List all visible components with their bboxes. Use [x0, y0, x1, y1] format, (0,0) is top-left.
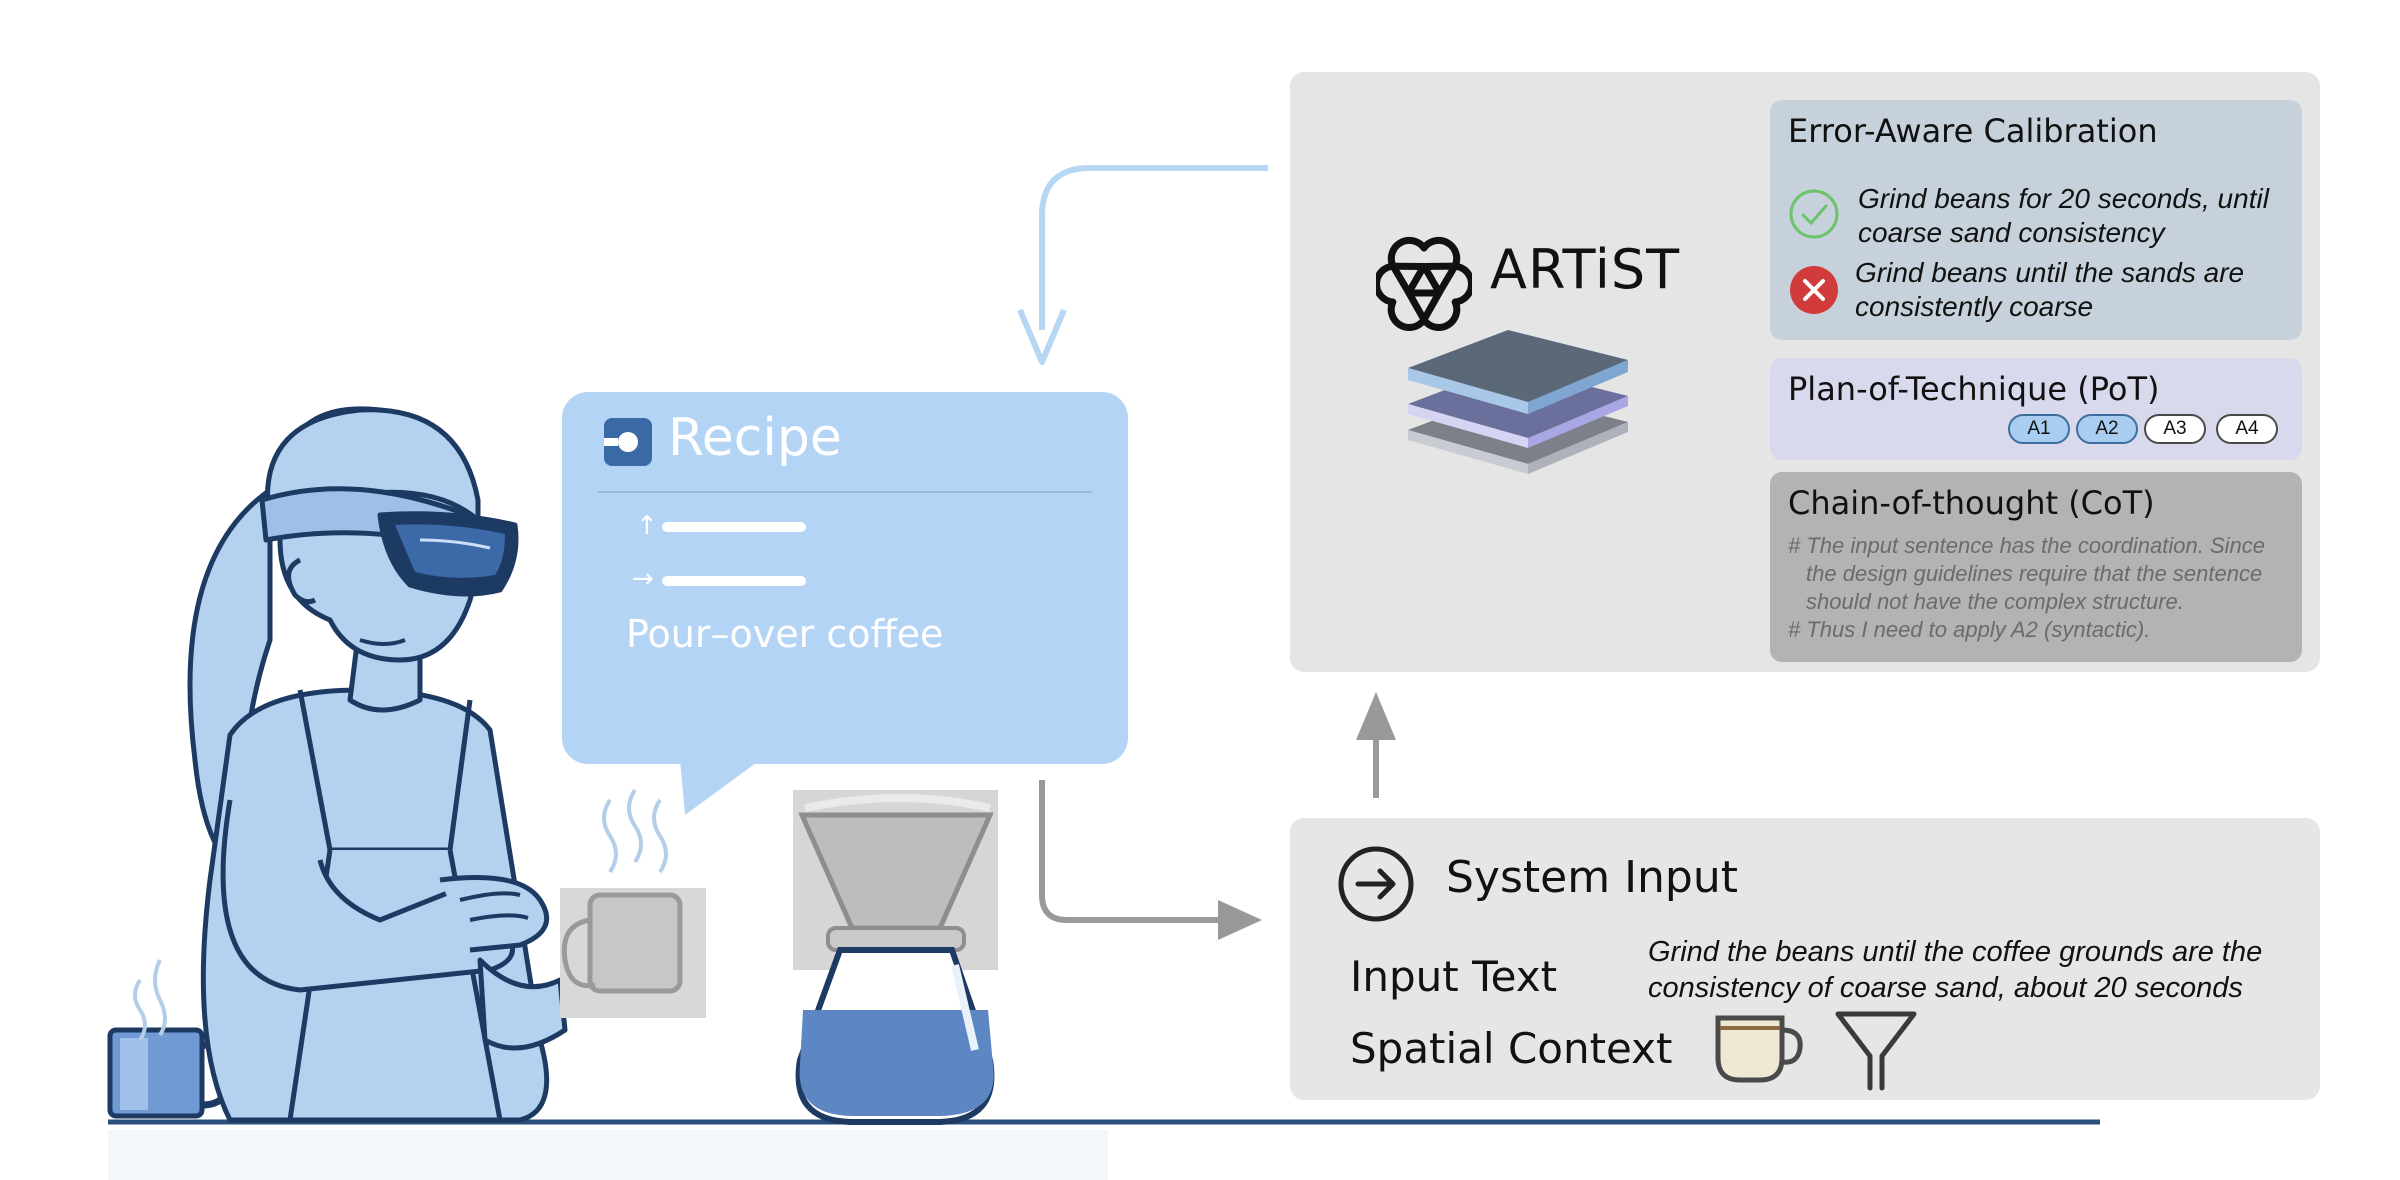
openai-logo-icon — [1376, 236, 1472, 331]
recipe-title: Recipe — [668, 408, 842, 468]
x-circle-icon — [1790, 266, 1838, 314]
artist-title: ARTiST — [1490, 238, 1681, 301]
steam-icon — [602, 788, 668, 874]
eac-incorrect-line1: Grind beans until the sands are — [1855, 257, 2245, 288]
input-flow-arrow — [1039, 780, 1262, 940]
input-text-line2: consistency of coarse sand, about 20 sec… — [1648, 972, 2243, 1004]
recipe-app-icon — [604, 418, 652, 466]
eac-correct-line1: Grind beans for 20 seconds, until — [1858, 183, 2269, 214]
funnel-icon — [1835, 1011, 1917, 1091]
up-arrow-icon: ↑ — [636, 511, 658, 541]
up-flow-arrow — [1356, 692, 1396, 798]
person-with-headset-illustration — [187, 406, 568, 1123]
system-input-panel — [1290, 818, 2320, 1100]
cot-title: Chain-of-thought (CoT) — [1788, 484, 2155, 522]
held-mug-icon — [560, 888, 706, 1018]
cup-icon — [1715, 1015, 1803, 1083]
cot-line-3: should not have the complex structure. — [1806, 589, 2184, 614]
arrow-circle-icon — [1338, 846, 1414, 922]
chain-of-thought-card — [1770, 472, 2302, 662]
cot-line-1: # The input sentence has the coordinatio… — [1788, 533, 2265, 558]
pot-tag-a4: A4 — [2216, 414, 2278, 444]
recipe-text: Pour–over coffee — [626, 612, 944, 656]
spatial-context-label: Spatial Context — [1350, 1024, 1673, 1073]
small-mug-icon — [107, 959, 234, 1119]
check-circle-icon — [1789, 189, 1839, 239]
eac-title: Error-Aware Calibration — [1788, 112, 2158, 150]
input-text-label: Input Text — [1350, 952, 1558, 1001]
recipe-bubble — [562, 392, 1128, 815]
error-aware-calibration-card — [1770, 100, 2302, 340]
cot-line-2: the design guidelines require that the s… — [1806, 561, 2263, 586]
feedback-arrow — [1017, 165, 1268, 365]
input-text-line1: Grind the beans until the coffee grounds… — [1648, 936, 2263, 968]
pot-tag-a1: A1 — [2008, 414, 2070, 444]
cot-line-4: # Thus I need to apply A2 (syntactic). — [1788, 617, 2151, 642]
system-input-title: System Input — [1446, 852, 1738, 903]
pot-title: Plan-of-Technique (PoT) — [1788, 370, 2160, 408]
eac-correct-line2: coarse sand consistency — [1858, 217, 2165, 248]
eac-incorrect-line2: consistently coarse — [1855, 291, 2094, 322]
pot-tag-a3: A3 — [2144, 414, 2206, 444]
pour-over-coffee-maker-icon — [793, 790, 998, 1125]
pot-tag-a2: A2 — [2076, 414, 2138, 444]
layer-stack-icon — [1408, 330, 1628, 474]
right-arrow-icon: → — [632, 564, 654, 594]
